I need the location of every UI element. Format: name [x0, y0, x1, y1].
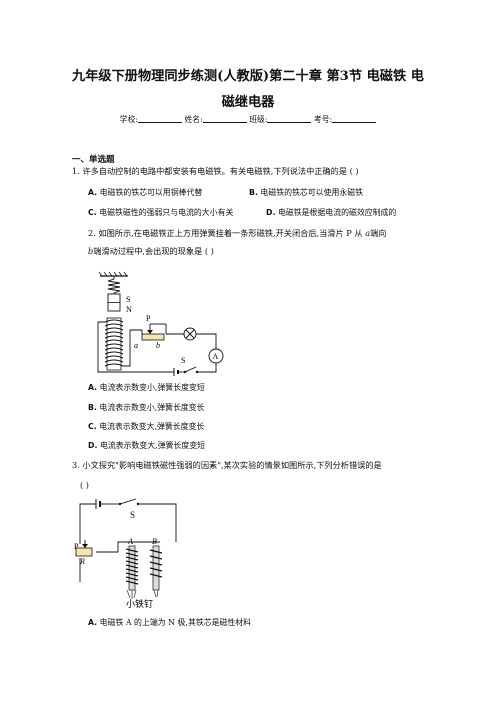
q2-number: 2.: [88, 228, 96, 238]
q1-text: 许多自动控制的电路中都安装有电磁铁。有关电磁铁,下列说法中正确的是: [82, 166, 348, 176]
q3-number: 3.: [72, 460, 80, 470]
ammeter-icon: [208, 348, 224, 364]
rheostat-icon: [141, 333, 165, 341]
q2-option-b[interactable]: B. 电流表示数变小,弹簧长度变长: [88, 403, 205, 412]
title-line-2: 磁继电器: [221, 95, 275, 110]
label-ammeter: A: [213, 352, 219, 361]
coil-a-icon: [125, 548, 139, 585]
exam-no-label: 考号:: [313, 115, 333, 124]
page-title: 九年级下册物理同步练测(人教版)第二十章 第3节 电磁铁 电 磁继电器: [60, 64, 436, 116]
iron-nails-icon: [126, 589, 159, 599]
q2-option-c[interactable]: C. 电流表示数变大,弹簧长度变长: [88, 422, 205, 431]
label-s-pole: S: [126, 295, 130, 304]
q3-paren: ( ): [80, 480, 89, 490]
question-2-stem: 2. 如图所示,在电磁铁正上方用弹簧挂着一条形磁铁,开关闭合后,当滑片 P 从 …: [88, 228, 387, 238]
label-magnet-b: B: [152, 537, 157, 546]
label-switch: S: [130, 510, 135, 520]
q1-option-b[interactable]: B. 电磁铁的铁芯可以使用永磁铁: [249, 188, 364, 197]
label-end-a: a: [134, 341, 138, 350]
electromagnet-b: [152, 545, 160, 591]
q2-option-d[interactable]: D. 电流表示数变大,弹簧长度变短: [88, 441, 206, 450]
q1-option-a[interactable]: A. 电磁铁的铁芯可以用铜棒代替: [88, 188, 203, 197]
question-1-stem: 1. 许多自动控制的电路中都安装有电磁铁。有关电磁铁,下列说法中正确的是 ( ): [72, 164, 432, 179]
label-magnet-a: A: [127, 537, 133, 546]
q2-circuit-figure: S N P a b A S: [97, 271, 224, 376]
section-title: 一、单选题: [72, 155, 115, 165]
school-blank[interactable]: [138, 114, 183, 123]
label-slider-p: P: [74, 542, 79, 551]
question-2-stem-line-2: b端滑动过程中,会出现的现象是 ( ): [88, 246, 214, 256]
rheostat-icon: [75, 547, 93, 557]
label-slider-p: P: [146, 314, 151, 323]
coil-icon: [104, 319, 124, 367]
q3-option-a[interactable]: A. 电磁铁 A 的上端为 N 极,其铁芯是磁性材料: [88, 618, 252, 627]
q2-option-a[interactable]: A. 电流表示数变小,弹簧长度变短: [88, 383, 205, 392]
label-n-pole: N: [126, 305, 132, 314]
name-label: 姓名:: [184, 115, 203, 124]
spring-icon: [107, 276, 121, 294]
label-rheostat-r: R: [79, 557, 85, 566]
q1-option-d[interactable]: D. 电磁铁是根据电流的磁效应制成的: [266, 208, 397, 217]
class-label: 班级:: [249, 115, 268, 124]
exam-no-blank[interactable]: [332, 114, 377, 123]
label-end-b: b: [156, 341, 160, 350]
class-blank[interactable]: [267, 114, 312, 123]
question-3-stem: 3. 小文探究"影响电磁铁磁性强弱的因素",某次实验的情景如图所示,下列分析错误…: [72, 460, 382, 470]
student-info-line: 学校: 姓名: 班级: 考号:: [0, 114, 496, 125]
q1-number: 1.: [72, 166, 80, 176]
name-blank[interactable]: [202, 114, 247, 123]
label-switch: S: [181, 356, 185, 365]
title-line-1: 九年级下册物理同步练测(人教版)第二十章 第3节 电磁铁 电: [72, 69, 424, 84]
q3-circuit-figure: S P R A B 小铁钉: [74, 498, 177, 609]
q1-paren: ( ): [349, 166, 359, 176]
school-label: 学校:: [119, 115, 139, 124]
label-nails: 小铁钉: [126, 598, 153, 609]
q1-option-c[interactable]: C. 电磁铁磁性的强弱只与电流的大小有关: [88, 208, 234, 217]
coil-b-icon: [149, 549, 163, 578]
